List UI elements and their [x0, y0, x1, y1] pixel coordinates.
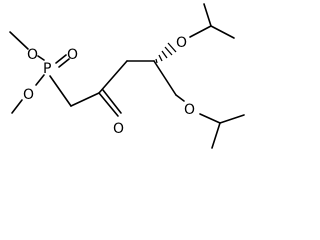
atom-p: P [43, 61, 51, 77]
bond-co-a [98, 92, 119, 117]
bond-p-o-double-b [58, 58, 70, 68]
bond-o-upper-ipr [189, 25, 212, 38]
structure-diagram: O P O O O O O [9, 3, 245, 149]
atom-o-phosphoryl: O [67, 47, 78, 63]
bond-o-lower-methyl [11, 99, 23, 114]
bond-o-lower-ipr [199, 113, 221, 124]
bond-p-o-double-a [55, 54, 67, 64]
bond-p-ch2 [49, 75, 72, 107]
atom-o-ketone: O [113, 121, 124, 137]
bond-ipr-lower-methyl-a [211, 122, 221, 149]
bond-p-o-lower [35, 74, 45, 86]
bond-ipr-upper-methyl-a [210, 25, 235, 39]
atom-o-ether-lower: O [184, 102, 195, 118]
bond-carbonyl-ch2 [98, 60, 128, 94]
hashed-wedge-bond [155, 42, 177, 64]
bond-co-b [102, 89, 122, 114]
atom-o-methoxy-upper: O [27, 47, 38, 63]
atom-o-methoxy-lower: O [23, 87, 34, 103]
bond-lines [9, 3, 245, 149]
bond-ch2-o-lower [175, 94, 185, 102]
bond-ipr-lower-methyl-b [219, 114, 245, 124]
atom-labels: O P O O O O O [23, 35, 195, 137]
bond-ipr-upper-methyl-b [203, 3, 212, 27]
bond-methyl-o-upper [9, 31, 29, 50]
bond-o-upper-p [37, 55, 45, 61]
bond-ch2-carbonyl [70, 92, 100, 107]
atom-o-ether-upper: O [176, 35, 187, 51]
bond-chiral-ch2-lower [153, 60, 177, 96]
